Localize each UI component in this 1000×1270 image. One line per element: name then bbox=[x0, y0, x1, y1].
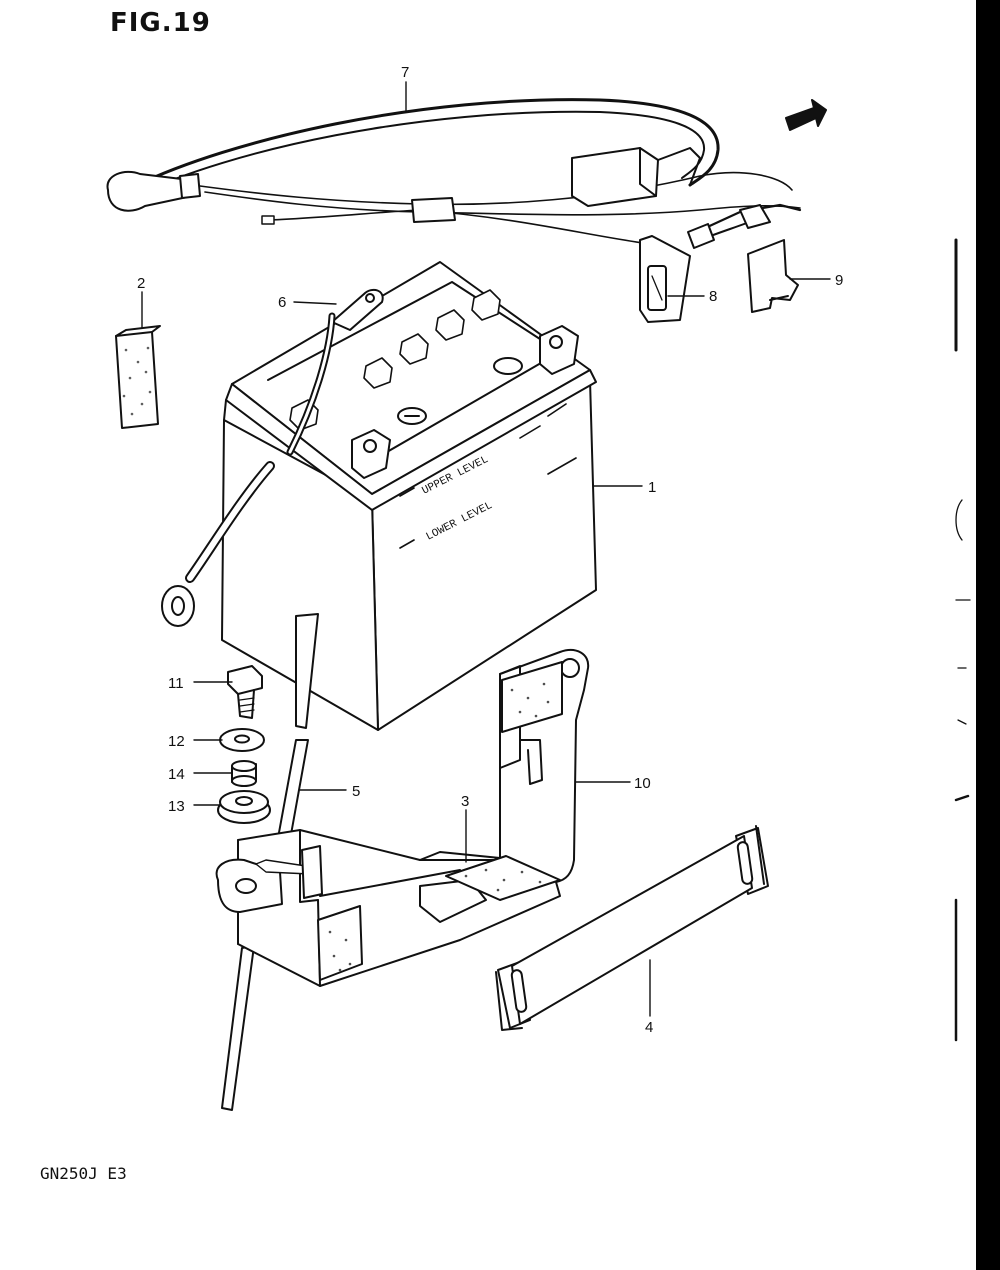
callout-14: 14 bbox=[168, 766, 185, 783]
callout-10: 10 bbox=[634, 775, 651, 792]
part-11-bolt bbox=[227, 665, 263, 719]
part-13-grommet bbox=[217, 790, 271, 824]
callouts: 7 2 6 1 8 9 11 12 14 13 5 3 10 4 bbox=[137, 64, 843, 1036]
part-8-fuse bbox=[639, 235, 691, 323]
part-5-tube bbox=[221, 613, 319, 1111]
figure-title: FIG.19 bbox=[110, 8, 211, 38]
callout-3: 3 bbox=[461, 793, 469, 810]
callout-12: 12 bbox=[168, 733, 185, 750]
part-4-strap bbox=[495, 825, 769, 1031]
part-2-pad bbox=[115, 325, 161, 429]
callout-6: 6 bbox=[278, 294, 286, 311]
part-7-harness bbox=[106, 98, 802, 249]
callout-5: 5 bbox=[352, 783, 360, 800]
callout-2: 2 bbox=[137, 275, 145, 292]
part-3-foam-pad bbox=[317, 661, 563, 981]
callout-8: 8 bbox=[709, 288, 717, 305]
part-14-collar bbox=[231, 760, 257, 787]
callout-13: 13 bbox=[168, 798, 185, 815]
callout-11: 11 bbox=[168, 675, 184, 692]
part-12-washer bbox=[219, 728, 265, 752]
scan-edge-strip bbox=[976, 0, 1000, 1270]
callout-1: 1 bbox=[648, 479, 656, 496]
scan-artifacts bbox=[954, 238, 971, 1042]
part-9-clip bbox=[747, 239, 799, 313]
callout-9: 9 bbox=[835, 272, 843, 289]
fwd-arrow-icon bbox=[785, 99, 827, 131]
leader-lines bbox=[141, 81, 831, 1017]
callout-7: 7 bbox=[401, 64, 409, 81]
callout-4: 4 bbox=[645, 1019, 653, 1036]
model-code: GN250J E3 bbox=[40, 1164, 127, 1183]
part-6-lead bbox=[161, 288, 384, 627]
part-1-battery: UPPER LEVEL LOWER LEVEL bbox=[221, 261, 597, 731]
